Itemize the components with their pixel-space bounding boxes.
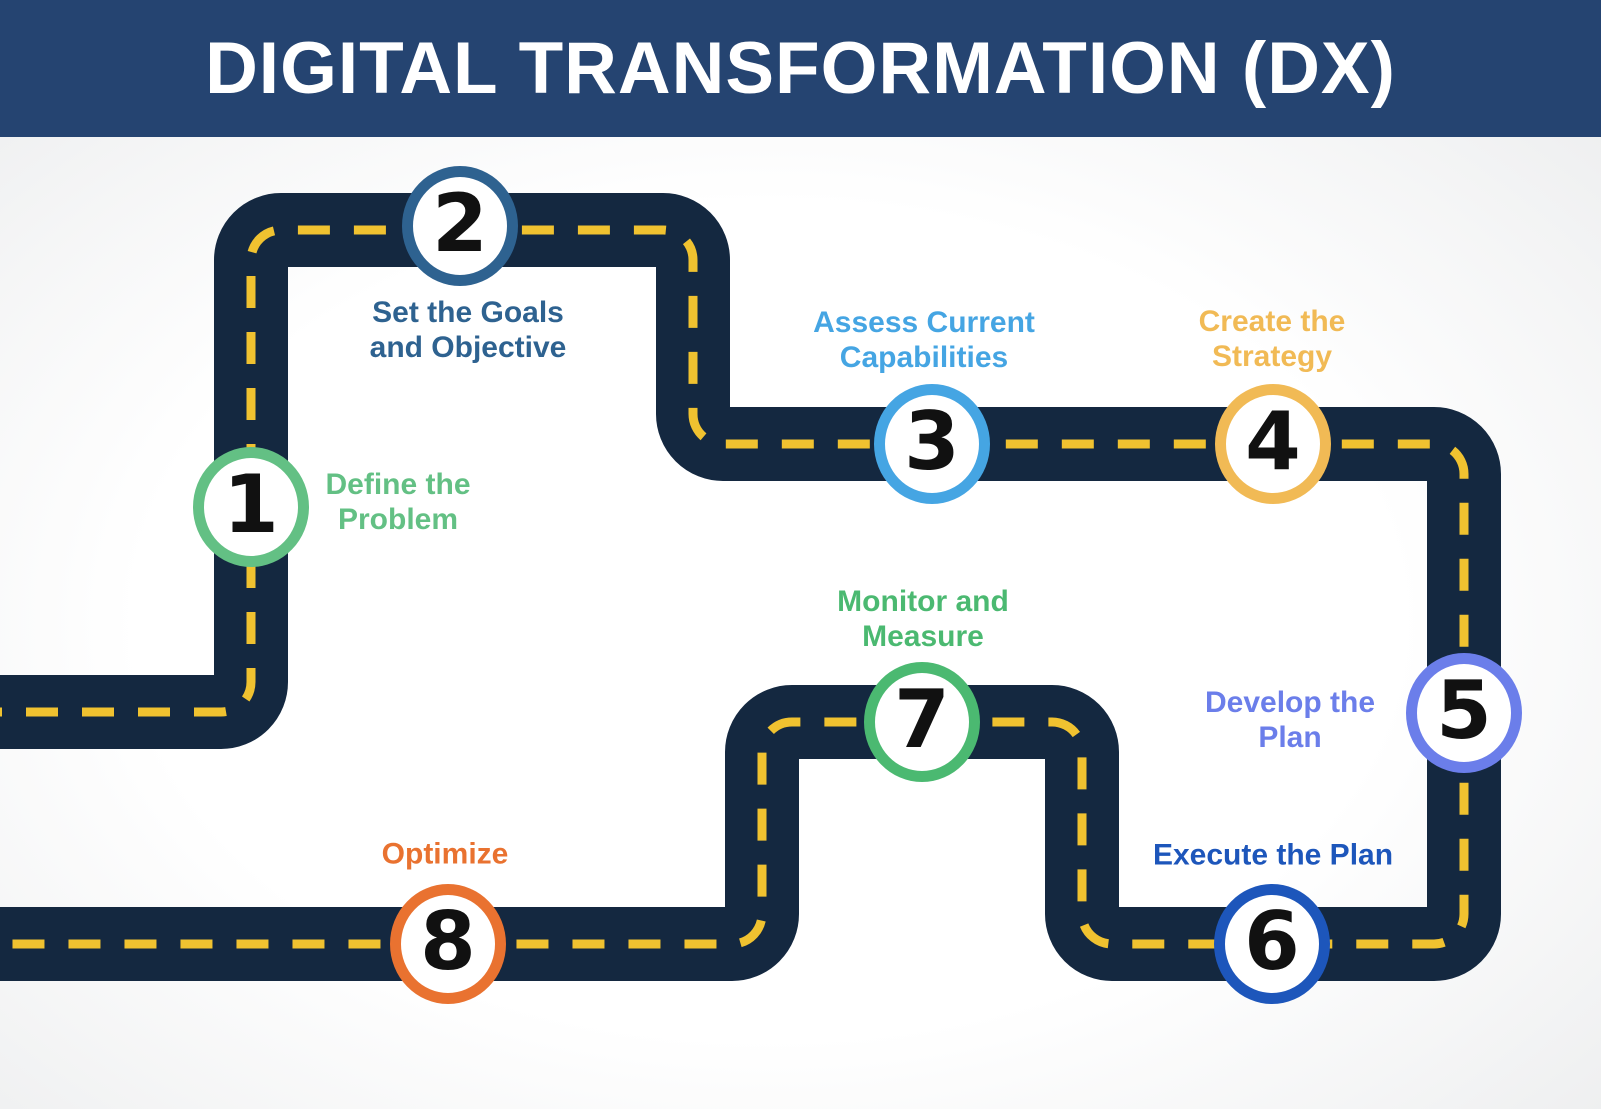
step-5-marker: 5 [1406,653,1522,773]
step-1-marker: 1 [193,447,309,567]
step-3-label: Assess Current Capabilities [813,306,1035,374]
step-6-number: 6 [1244,895,1300,988]
step-7-label: Monitor and Measure [837,585,1009,653]
step-5-number: 5 [1436,664,1492,757]
step-7-number: 7 [894,673,950,766]
step-6-marker: 6 [1214,884,1330,1004]
step-3-marker: 3 [874,384,990,504]
step-5-label: Develop the Plan [1204,686,1376,754]
step-4-number: 4 [1245,395,1301,488]
title-banner: DIGITAL TRANSFORMATION (DX) [0,0,1601,137]
step-8-number: 8 [420,895,476,988]
step-2-number: 2 [432,177,488,270]
step-8-marker: 8 [390,884,506,1004]
step-6-label: Execute the Plan [1152,838,1394,872]
step-2-label: Set the Goals and Objective [369,296,567,364]
step-4-label: Create the Strategy [1198,305,1346,373]
step-1-number: 1 [223,458,279,551]
step-1-label: Define the Problem [325,468,471,536]
step-8-label: Optimize [381,837,509,871]
step-7-marker: 7 [864,662,980,782]
step-2-marker: 2 [402,166,518,286]
step-3-number: 3 [904,395,960,488]
page-title: DIGITAL TRANSFORMATION (DX) [205,28,1396,109]
step-4-marker: 4 [1215,384,1331,504]
